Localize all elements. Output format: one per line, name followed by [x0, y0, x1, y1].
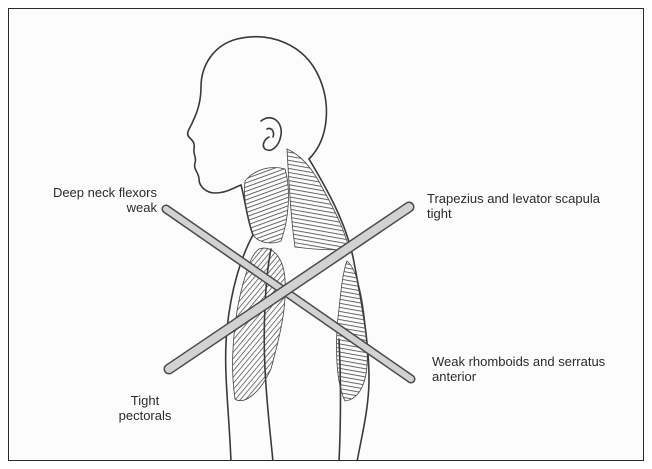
- crossed-rods: [166, 207, 411, 379]
- label-pectorals: Tight pectorals: [105, 393, 185, 423]
- figure-frame: Deep neck flexors weak Trapezius and lev…: [8, 8, 644, 461]
- label-trapezius-levator: Trapezius and levator scapula tight: [427, 191, 637, 221]
- label-rhomboids-serratus: Weak rhomboids and serratus anterior: [432, 354, 642, 384]
- label-deep-neck-flexors: Deep neck flexors weak: [31, 185, 157, 215]
